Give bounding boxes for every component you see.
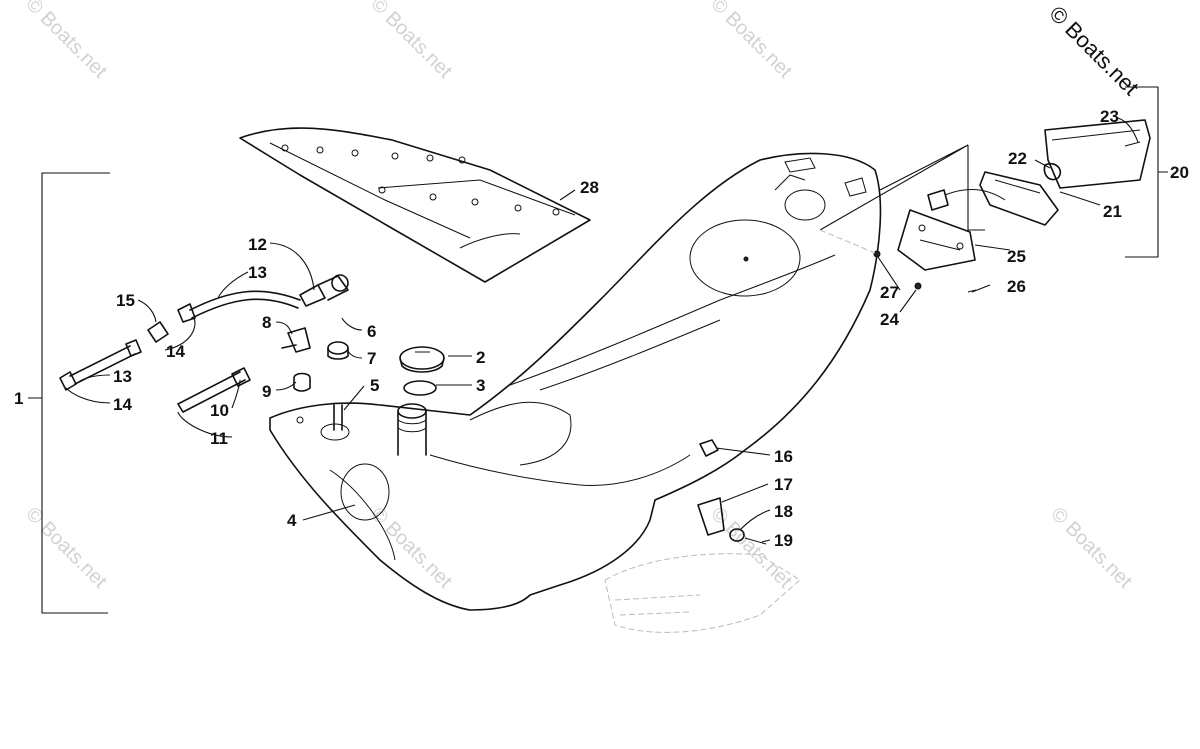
callout-12: 12 xyxy=(248,235,267,254)
callout-22: 22 xyxy=(1008,149,1027,168)
callout-9: 9 xyxy=(262,382,271,401)
watermark: © Boats.net xyxy=(1046,503,1136,593)
callout-2: 2 xyxy=(476,348,485,367)
washer xyxy=(729,528,745,542)
callout-16: 16 xyxy=(774,447,793,466)
fuel-cap xyxy=(399,346,445,373)
frame-ghost xyxy=(604,553,801,633)
watermarks: © Boats.net © Boats.net © Boats.net © Bo… xyxy=(21,0,1136,593)
hose-clamp xyxy=(231,367,251,387)
callout-8: 8 xyxy=(262,313,271,332)
watermark: © Boats.net xyxy=(366,0,456,83)
screw xyxy=(744,537,767,545)
grommet xyxy=(293,372,311,392)
shutoff-valve xyxy=(299,275,349,307)
hose-clamp xyxy=(125,339,142,357)
callout-21: 21 xyxy=(1103,202,1122,221)
callout-14: 14 xyxy=(113,395,132,414)
leader-lines xyxy=(65,117,1139,543)
callout-5: 5 xyxy=(370,376,379,395)
hose xyxy=(177,371,246,413)
callout-1: 1 xyxy=(14,389,23,408)
callout-13: 13 xyxy=(113,367,132,386)
taillight-assembly xyxy=(873,119,1151,293)
grommet xyxy=(327,341,349,355)
callout-25: 25 xyxy=(1007,247,1026,266)
callout-27: 27 xyxy=(880,283,899,302)
hose-clamp xyxy=(177,303,196,323)
callout-14: 14 xyxy=(166,342,185,361)
watermark: © Boats.net xyxy=(706,0,796,83)
seat-cover-panel xyxy=(239,127,591,283)
mount-bracket xyxy=(697,497,725,536)
hose xyxy=(189,290,301,319)
grommet xyxy=(327,347,349,360)
callout-13: 13 xyxy=(248,263,267,282)
callout-18: 18 xyxy=(774,502,793,521)
callout-23: 23 xyxy=(1100,107,1119,126)
callout-7: 7 xyxy=(367,349,376,368)
watermark: © Boats.net xyxy=(21,0,111,83)
watermark: © Boats.net xyxy=(366,503,456,593)
callout-26: 26 xyxy=(1007,277,1026,296)
callout-4: 4 xyxy=(287,511,297,530)
bracket-group-20 xyxy=(1125,86,1168,258)
valve-knob xyxy=(331,274,349,292)
callout-17: 17 xyxy=(774,475,793,494)
callout-20: 20 xyxy=(1170,163,1189,182)
fuel-filter xyxy=(147,321,169,343)
nut xyxy=(699,439,719,457)
callout-10: 10 xyxy=(210,401,229,420)
elbow-fitting xyxy=(281,327,311,353)
watermark: © Boats.net xyxy=(21,503,111,593)
pickup-tube xyxy=(333,404,343,431)
copyright-notice: © Boats.net xyxy=(1044,1,1143,100)
callout-11: 11 xyxy=(210,429,228,448)
callout-15: 15 xyxy=(116,291,135,310)
callout-28: 28 xyxy=(580,178,599,197)
callouts: 1 2 3 4 5 6 7 8 9 10 11 12 13 13 14 14 1… xyxy=(14,107,1189,550)
bracket-group-1 xyxy=(28,172,110,614)
callout-24: 24 xyxy=(880,310,899,329)
o-ring xyxy=(403,380,437,396)
callout-3: 3 xyxy=(476,376,485,395)
filler-neck xyxy=(397,403,427,456)
fuel-tank-seat-body xyxy=(269,152,882,611)
callout-19: 19 xyxy=(774,531,793,550)
callout-6: 6 xyxy=(367,322,376,341)
